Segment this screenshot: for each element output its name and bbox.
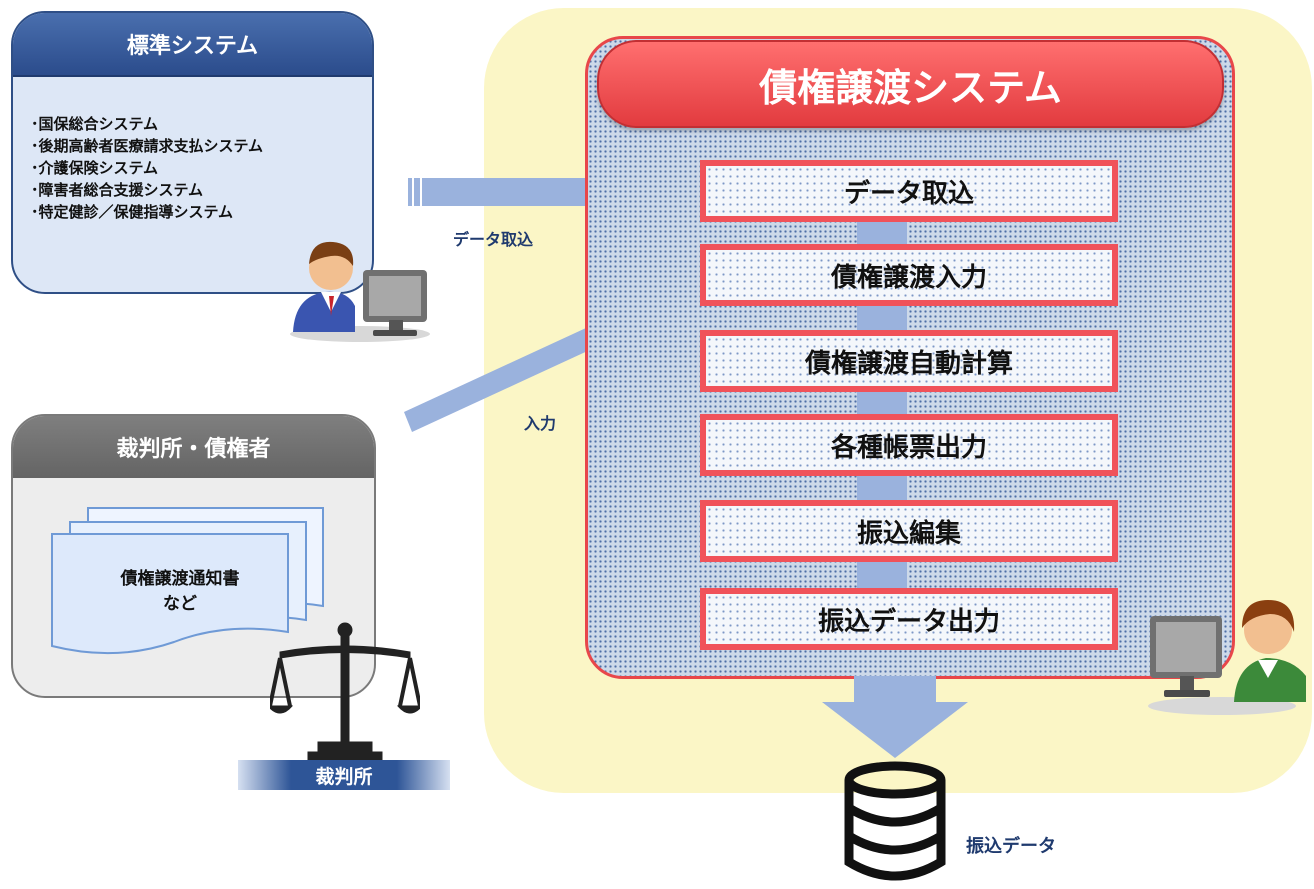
step-connector [857, 562, 907, 588]
document-line-1: 債権譲渡通知書 [120, 569, 240, 589]
step-transfer-data-output: 振込データ出力 [700, 588, 1118, 650]
transfer-data-label: 振込データ [966, 836, 1056, 857]
input-arrow-label: 入力 [524, 414, 557, 433]
list-item: ･後期高齢者医療請求支払システム [31, 137, 264, 155]
credit-transfer-system-title: 債権譲渡システム [597, 40, 1224, 128]
standard-system-panel: 標準システム ･国保総合システム ･後期高齢者医療請求支払システム ･介護保険シ… [11, 11, 374, 294]
document-label: 債権譲渡通知書 など [60, 567, 300, 617]
document-line-2: など [163, 594, 197, 614]
database-icon [844, 761, 946, 881]
step-connector [857, 392, 907, 414]
clerk-at-pc-icon [1148, 600, 1306, 715]
step-transfer-edit: 振込編集 [700, 500, 1118, 562]
output-arrow-and-database [822, 676, 968, 881]
step-connector [857, 306, 907, 330]
document-stack-icon [51, 507, 324, 655]
step-transfer-input: 債権譲渡入力 [700, 244, 1118, 306]
step-auto-calculation: 債権譲渡自動計算 [700, 330, 1118, 392]
operator-at-pc-icon [290, 241, 430, 342]
list-item: ･介護保険システム [31, 159, 159, 177]
court-badge: 裁判所 [238, 760, 450, 790]
step-connector [857, 222, 907, 244]
list-item: ･国保総合システム [31, 115, 159, 133]
step-report-output: 各種帳票出力 [700, 414, 1118, 476]
court-creditor-title: 裁判所・債権者 [13, 416, 374, 478]
list-item: ･障害者総合支援システム [31, 181, 204, 199]
standard-system-list: ･国保総合システム ･後期高齢者医療請求支払システム ･介護保険システム ･障害… [31, 113, 263, 223]
step-connector [857, 476, 907, 500]
standard-system-title: 標準システム [13, 13, 372, 77]
list-item: ･特定健診／保健指導システム [31, 203, 234, 221]
step-data-import: データ取込 [700, 160, 1118, 222]
down-arrow-icon [822, 676, 968, 758]
import-arrow-label: データ取込 [453, 230, 534, 249]
